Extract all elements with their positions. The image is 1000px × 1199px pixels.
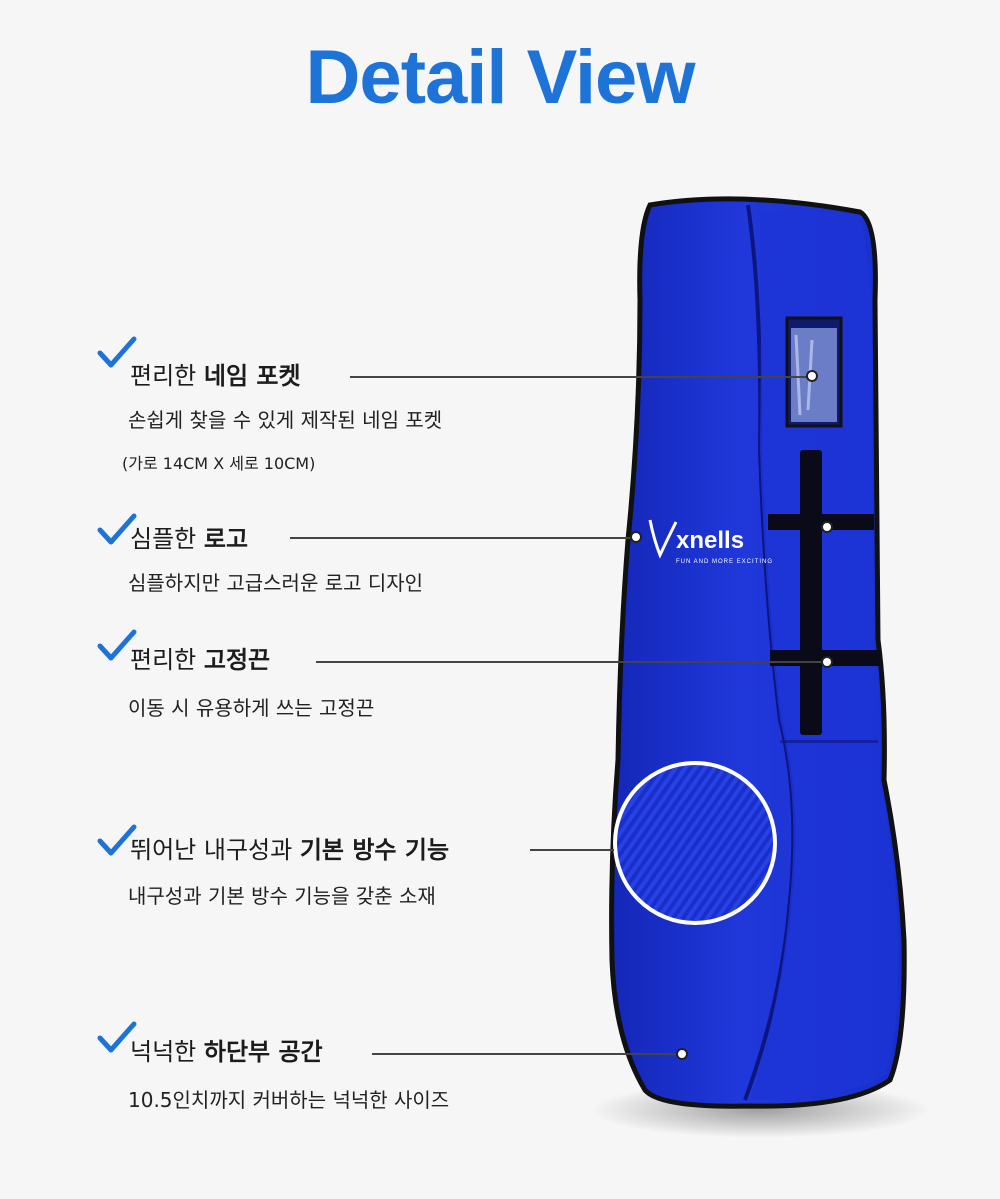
feature-description: 이동 시 유용하게 쓰는 고정끈 [128, 696, 375, 720]
feature-subdescription: (가로 14CM X 세로 10CM) [122, 454, 316, 473]
feature-name-pocket: 편리한 네임 포켓 손쉽게 찾을 수 있게 제작된 네임 포켓 (가로 14CM… [0, 335, 620, 473]
feature-description: 손쉽게 찾을 수 있게 제작된 네임 포켓 [128, 408, 443, 432]
feature-logo: 심플한 로고 심플하지만 고급스러운 로고 디자인 [0, 512, 620, 632]
check-icon [97, 336, 137, 368]
callout-dot-strap-top [821, 521, 833, 533]
logo-tagline-text: FUN AND MORE EXCITING [676, 559, 773, 565]
feature-strap: 편리한 고정끈 이동 시 유용하게 쓰는 고정끈 [0, 628, 620, 748]
feature-heading: 넉넉한 하단부 공간 [130, 1038, 323, 1066]
feature-bottom-space: 넉넉한 하단부 공간 10.5인치까지 커버하는 넉넉한 사이즈 [0, 1020, 620, 1140]
callout-line-name-pocket [350, 376, 812, 378]
feature-description: 심플하지만 고급스러운 로고 디자인 [128, 571, 424, 595]
callout-dot-logo [630, 531, 642, 543]
feature-heading: 편리한 고정끈 [130, 646, 271, 674]
strap-vertical [800, 450, 822, 735]
page-title: Detail View [305, 35, 696, 120]
callout-dot-name-pocket [806, 370, 818, 382]
feature-durability: 뛰어난 내구성과 기본 방수 기능 내구성과 기본 방수 기능을 갖춘 소재 [0, 823, 620, 943]
check-icon [97, 629, 137, 661]
fabric-zoom-circle [613, 761, 777, 925]
strap-horizontal-1 [768, 514, 874, 530]
callout-line-durability [530, 849, 614, 851]
feature-description: 10.5인치까지 커버하는 넉넉한 사이즈 [128, 1088, 450, 1112]
feature-heading: 심플한 로고 [130, 525, 249, 553]
callout-dot-bottom-space [676, 1048, 688, 1060]
brand-logo: xnells FUN AND MORE EXCITING [648, 519, 773, 565]
callout-dot-strap [821, 656, 833, 668]
feature-heading: 편리한 네임 포켓 [130, 362, 301, 390]
callout-line-strap [316, 661, 824, 663]
callout-line-logo [290, 537, 636, 539]
feature-heading: 뛰어난 내구성과 기본 방수 기능 [130, 836, 450, 864]
check-icon [97, 824, 137, 856]
check-icon [97, 513, 137, 545]
feature-description: 내구성과 기본 방수 기능을 갖춘 소재 [128, 884, 436, 908]
callout-line-bottom-space [372, 1053, 676, 1055]
logo-brand-text: xnells [676, 527, 744, 554]
check-icon [97, 1021, 137, 1053]
